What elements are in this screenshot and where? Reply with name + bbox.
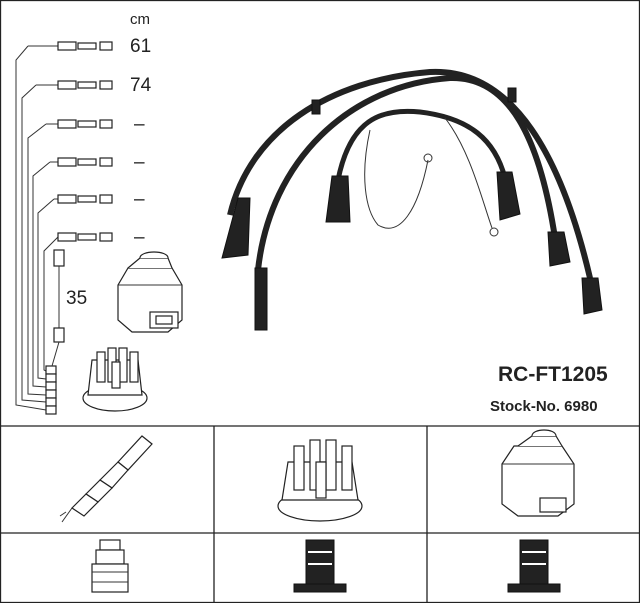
- distributor-cap-icon: [277, 439, 363, 522]
- cable-length-label: –: [134, 152, 145, 173]
- cable-row: [28, 41, 113, 51]
- cable-schematic: [15, 41, 113, 415]
- cable-set-drawing: [221, 68, 603, 331]
- part-number: RC-FT1205: [498, 363, 608, 386]
- coil-lead-length-label: 35: [66, 288, 87, 309]
- cable-row: [36, 80, 113, 90]
- distributor-cap-icon: [82, 347, 148, 412]
- cable-length-label: –: [134, 189, 145, 210]
- cable-length-label: –: [134, 114, 145, 135]
- cable-row: [54, 194, 113, 204]
- stock-number: Stock-No. 6980: [490, 398, 598, 415]
- coil-lead: [51, 249, 65, 367]
- distributor-end-connectors: [45, 365, 57, 415]
- cable-row: [57, 232, 113, 242]
- ignition-coil-icon: [117, 251, 183, 333]
- plug-boot-icon: [91, 539, 129, 593]
- cable-length-label: 74: [130, 75, 152, 96]
- cable-row: [50, 157, 113, 167]
- ignition-coil-icon: [501, 429, 575, 517]
- coil-terminal-icon: [507, 539, 561, 593]
- distributor-terminal-icon: [293, 539, 347, 593]
- unit-label: cm: [130, 11, 150, 28]
- cable-row: [46, 119, 113, 129]
- spark-plug-icon: [59, 435, 153, 523]
- cable-length-label: 61: [130, 36, 151, 57]
- cable-length-label: –: [134, 227, 145, 248]
